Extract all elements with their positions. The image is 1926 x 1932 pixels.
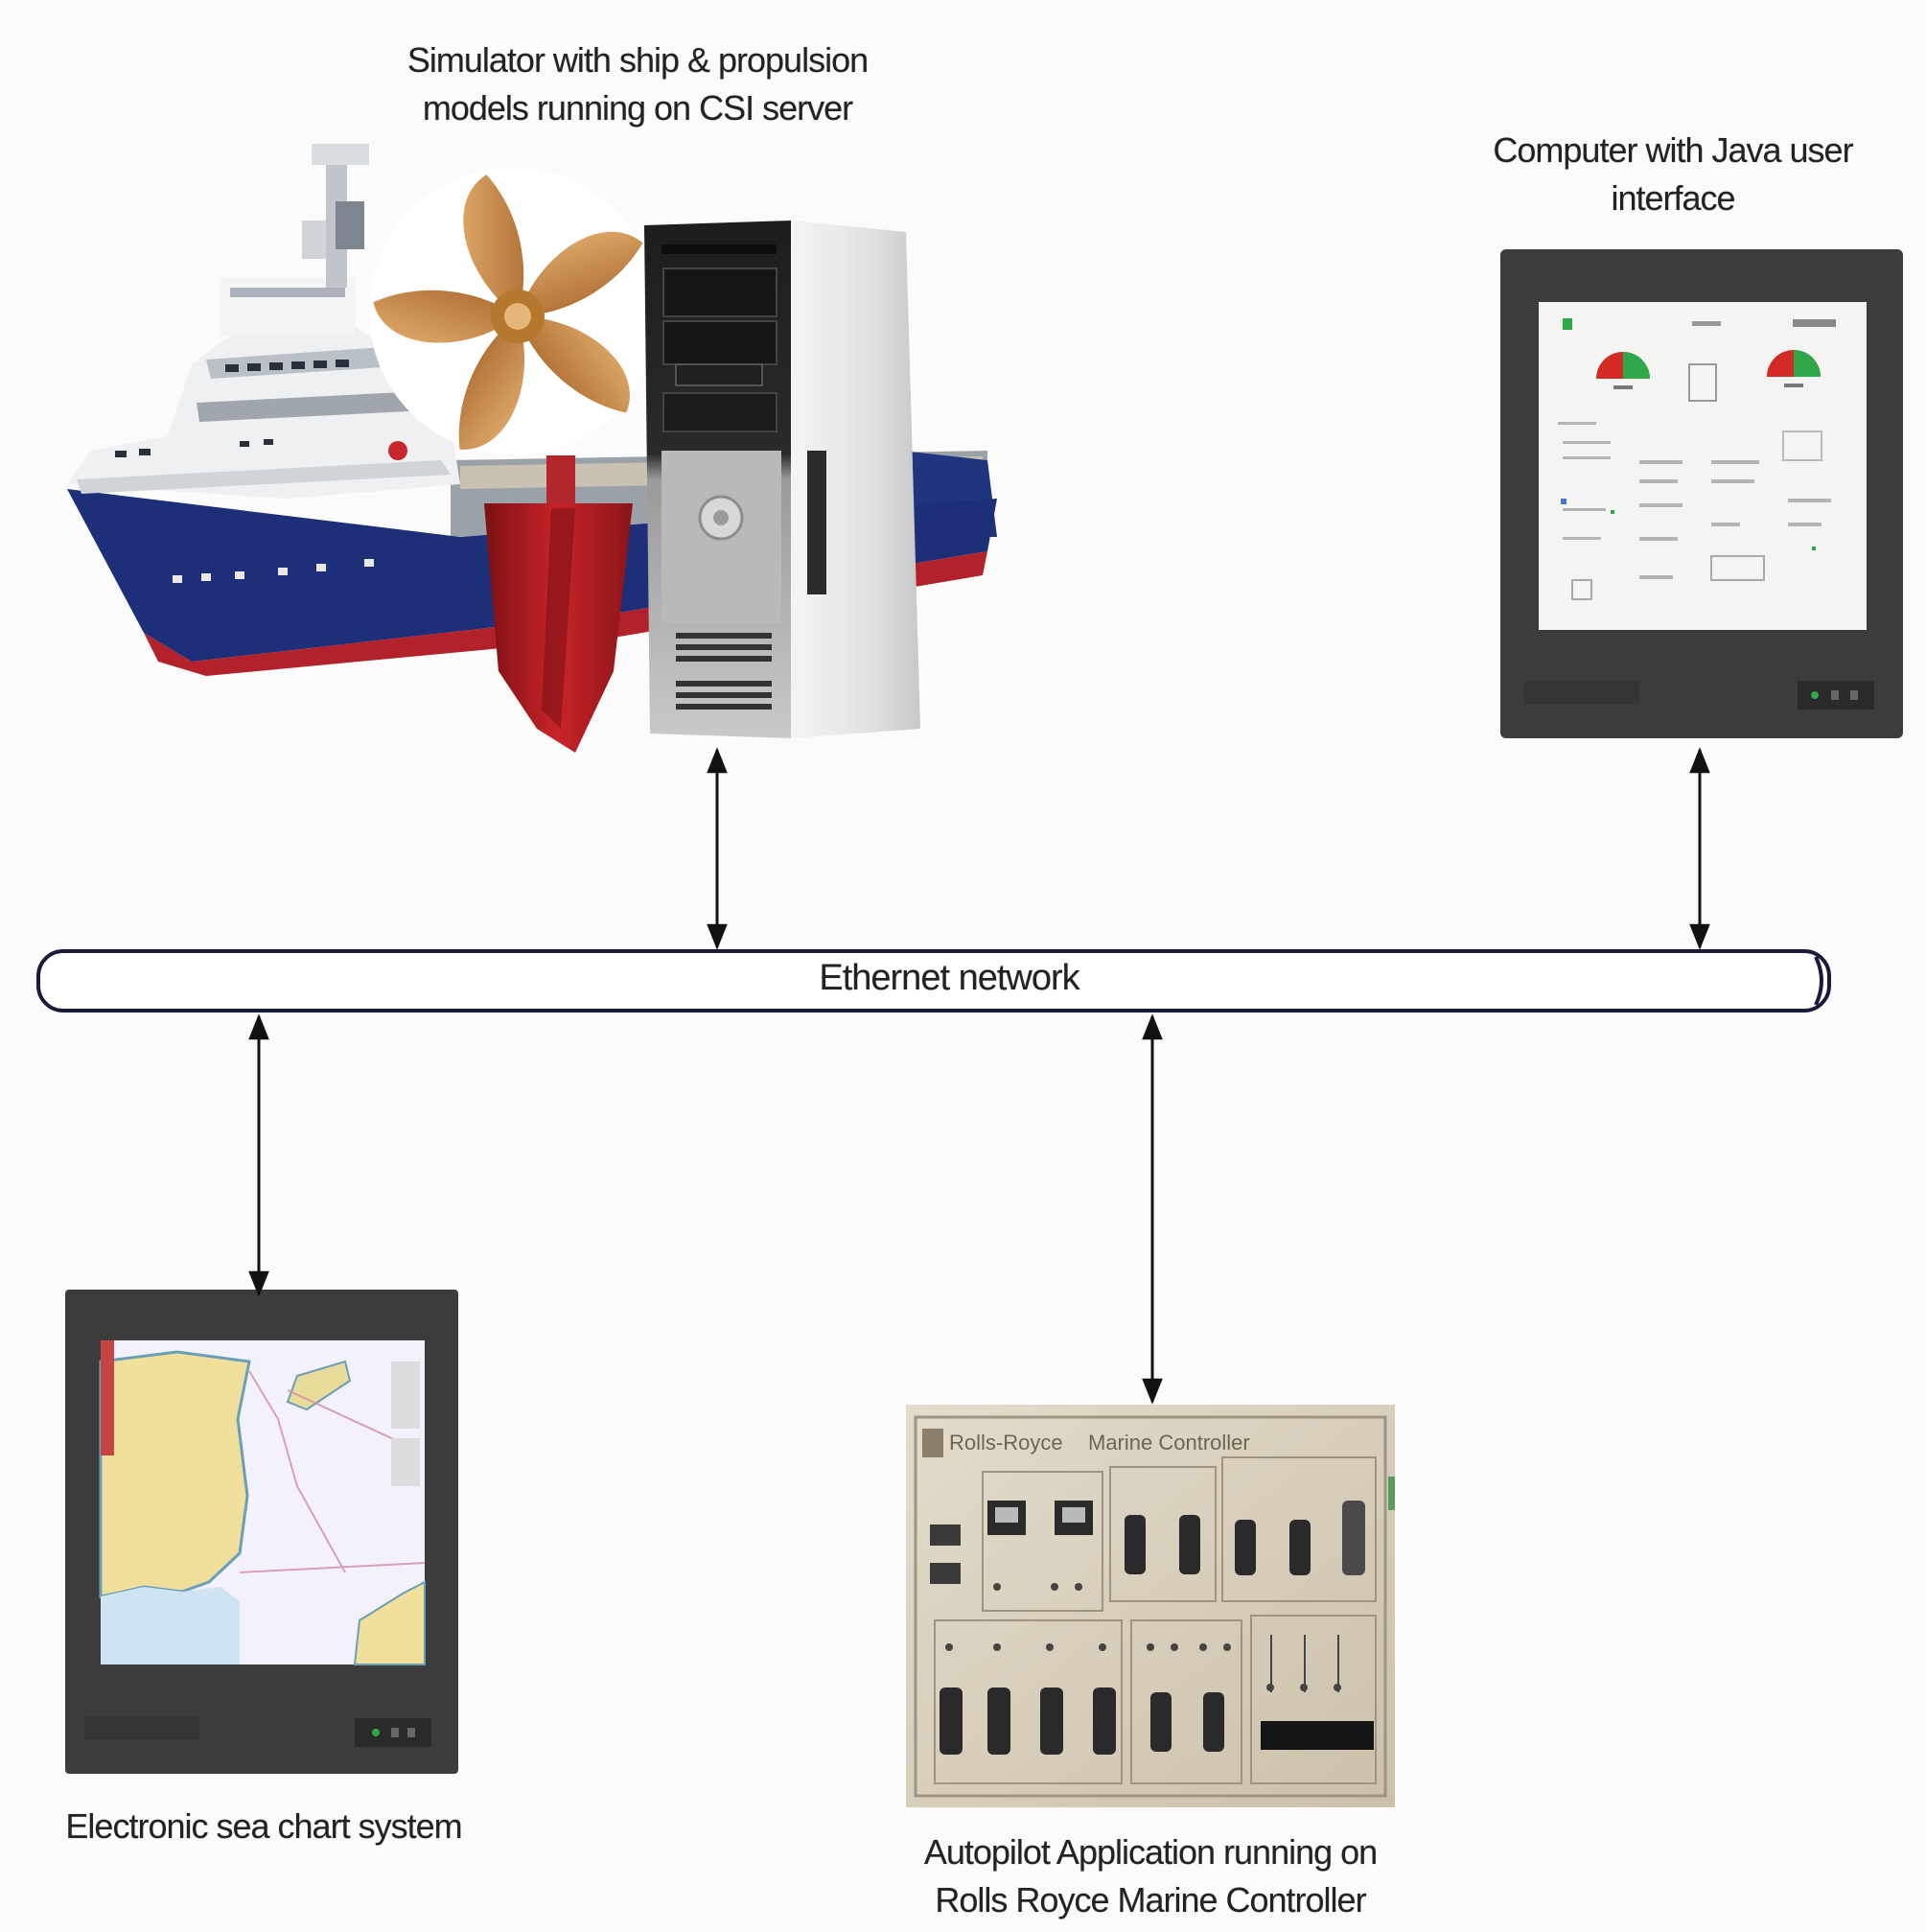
java-computer-caption-line-2: interface (1611, 178, 1735, 218)
monitor-sea-chart-icon (65, 1290, 458, 1774)
java-computer-caption-line-1: Computer with Java user (1493, 130, 1853, 170)
ethernet-network-label: Ethernet network (819, 958, 1079, 998)
autopilot-caption-line-1: Autopilot Application running on (923, 1832, 1378, 1872)
sea-chart-caption-line-1: Electronic sea chart system (65, 1806, 462, 1846)
controller-title: Marine Controller (1088, 1431, 1250, 1455)
simulator-caption-line-1: Simulator with ship & propulsion (406, 40, 869, 80)
propeller-image (369, 168, 657, 455)
ethernet-network-bus (36, 949, 1831, 1013)
marine-controller-panel-icon: Rolls-Royce Marine Controller (906, 1405, 1395, 1807)
gauge-left (1596, 352, 1650, 389)
simulator-caption: Simulator with ship & propulsion models … (379, 36, 896, 132)
monitor-java-ui-icon (1500, 249, 1903, 738)
controller-brand: Rolls-Royce (949, 1431, 1063, 1455)
autopilot-caption: Autopilot Application running on Rolls R… (892, 1828, 1409, 1924)
tower-server-icon (644, 221, 920, 738)
gauge-right (1767, 350, 1821, 387)
java-computer-caption: Computer with Java user interface (1457, 127, 1889, 222)
autopilot-caption-line-2: Rolls Royce Marine Controller (935, 1880, 1366, 1920)
simulator-caption-line-2: models running on CSI server (422, 88, 853, 128)
rudder-image (484, 455, 633, 753)
sea-chart-caption: Electronic sea chart system (53, 1803, 475, 1851)
